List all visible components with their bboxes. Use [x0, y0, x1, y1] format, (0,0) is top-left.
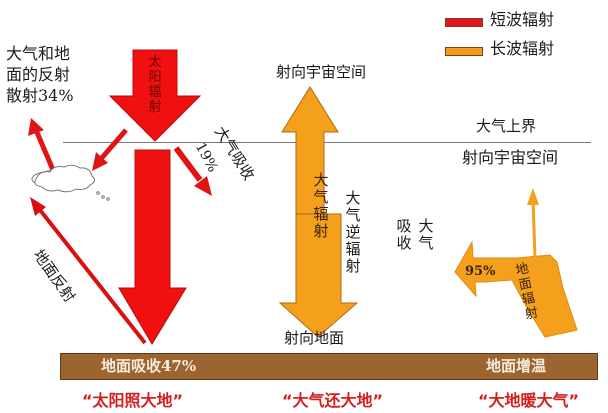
- ground-surface-bar: 地面吸收47% 地面增温: [60, 353, 598, 380]
- cloud-incoming-arrow: [92, 128, 128, 171]
- legend-swatch-shortwave: [445, 18, 483, 27]
- ground-reflect-arrow: [30, 197, 147, 345]
- atm-absorb-arrow: [173, 146, 212, 196]
- ground-absorb-arrow: [118, 149, 187, 345]
- atm-counter-radiation-label: 大气逆辐射: [345, 189, 361, 275]
- slogan-sun-heats-earth: “太阳照大地”: [82, 391, 184, 410]
- top-of-atmosphere-label: 大气上界: [476, 117, 537, 135]
- atm-counter-radiation-arrow: [278, 213, 359, 338]
- ground-radiation-arrow: [454, 188, 578, 338]
- ground-radiation-pct-label: 95%: [465, 264, 496, 279]
- to-space-top-label: 射向宇宙空间: [276, 63, 367, 81]
- cloud-icon: [31, 164, 110, 201]
- reflect-scatter-label-line2: 面的反射: [6, 65, 71, 84]
- reflect-up-arrow: [28, 118, 56, 171]
- atm-absorb-right-col2: 大气: [418, 217, 434, 252]
- legend-label-shortwave: 短波辐射: [490, 10, 555, 29]
- reflect-scatter-label-line1: 大气和地: [6, 44, 71, 63]
- reflect-scatter-label-line3: 散射34%: [6, 86, 74, 105]
- to-ground-label: 射向地面: [284, 329, 345, 347]
- ground-absorb-label: 地面吸收47%: [101, 357, 197, 375]
- ground-warming-label: 地面增温: [486, 357, 547, 375]
- legend-label-longwave: 长波辐射: [490, 39, 555, 58]
- legend-swatch-longwave: [445, 47, 483, 56]
- slogan-earth-warms-atmosphere: “大地暖大气”: [478, 391, 580, 410]
- solar-radiation-arrow: [108, 49, 202, 142]
- atm-absorb-right-col1: 吸收: [396, 217, 412, 252]
- solar-radiation-label: 太阳辐射: [148, 55, 162, 115]
- atm-radiation-label: 大气辐射: [313, 171, 329, 240]
- slogan-atmosphere-returns-earth: “大气还大地”: [282, 391, 384, 410]
- top-of-atmosphere-line: [63, 142, 591, 143]
- to-space-right-label: 射向宇宙空间: [462, 148, 559, 167]
